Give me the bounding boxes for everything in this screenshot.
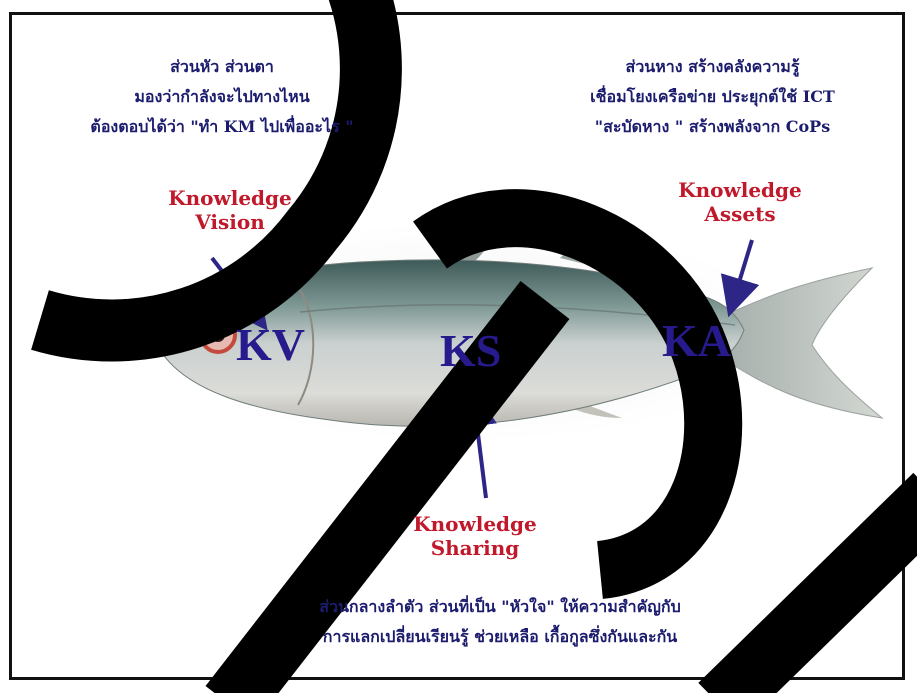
head-note-line: มองว่ากำลังจะไปทางไหน bbox=[36, 82, 408, 112]
code-ka: KA bbox=[662, 318, 731, 364]
label-knowledge-sharing: Knowledge Sharing bbox=[400, 512, 550, 560]
head-note-line: ต้องตอบได้ว่า "ทำ KM ไปเพื่ออะไร " bbox=[36, 112, 408, 142]
tail-note-line: "สะบัดหาง " สร้างพลังจาก CoPs bbox=[535, 112, 890, 142]
body-note-line: ส่วนกลางลำตัว ส่วนที่เป็น "หัวใจ" ให้ควา… bbox=[250, 592, 750, 622]
head-note-line: ส่วนหัว ส่วนตา bbox=[36, 52, 408, 82]
label-knowledge-assets: Knowledge Assets bbox=[660, 178, 820, 226]
tail-note-line: ส่วนหาง สร้างคลังความรู้ bbox=[535, 52, 890, 82]
body-note: ส่วนกลางลำตัว ส่วนที่เป็น "หัวใจ" ให้ควา… bbox=[250, 592, 750, 652]
code-kv: KV bbox=[236, 322, 305, 368]
tail-note: ส่วนหาง สร้างคลังความรู้ เชื่อมโยงเครือข… bbox=[535, 52, 890, 142]
head-note: ส่วนหัว ส่วนตา มองว่ากำลังจะไปทางไหน ต้อ… bbox=[36, 52, 408, 142]
label-knowledge-vision: Knowledge Vision bbox=[160, 186, 300, 234]
code-ks: KS bbox=[440, 328, 501, 374]
body-note-line: การแลกเปลี่ยนเรียนรู้ ช่วยเหลือ เกื้อกูล… bbox=[250, 622, 750, 652]
tail-note-line: เชื่อมโยงเครือข่าย ประยุกต์ใช้ ICT bbox=[535, 82, 890, 112]
